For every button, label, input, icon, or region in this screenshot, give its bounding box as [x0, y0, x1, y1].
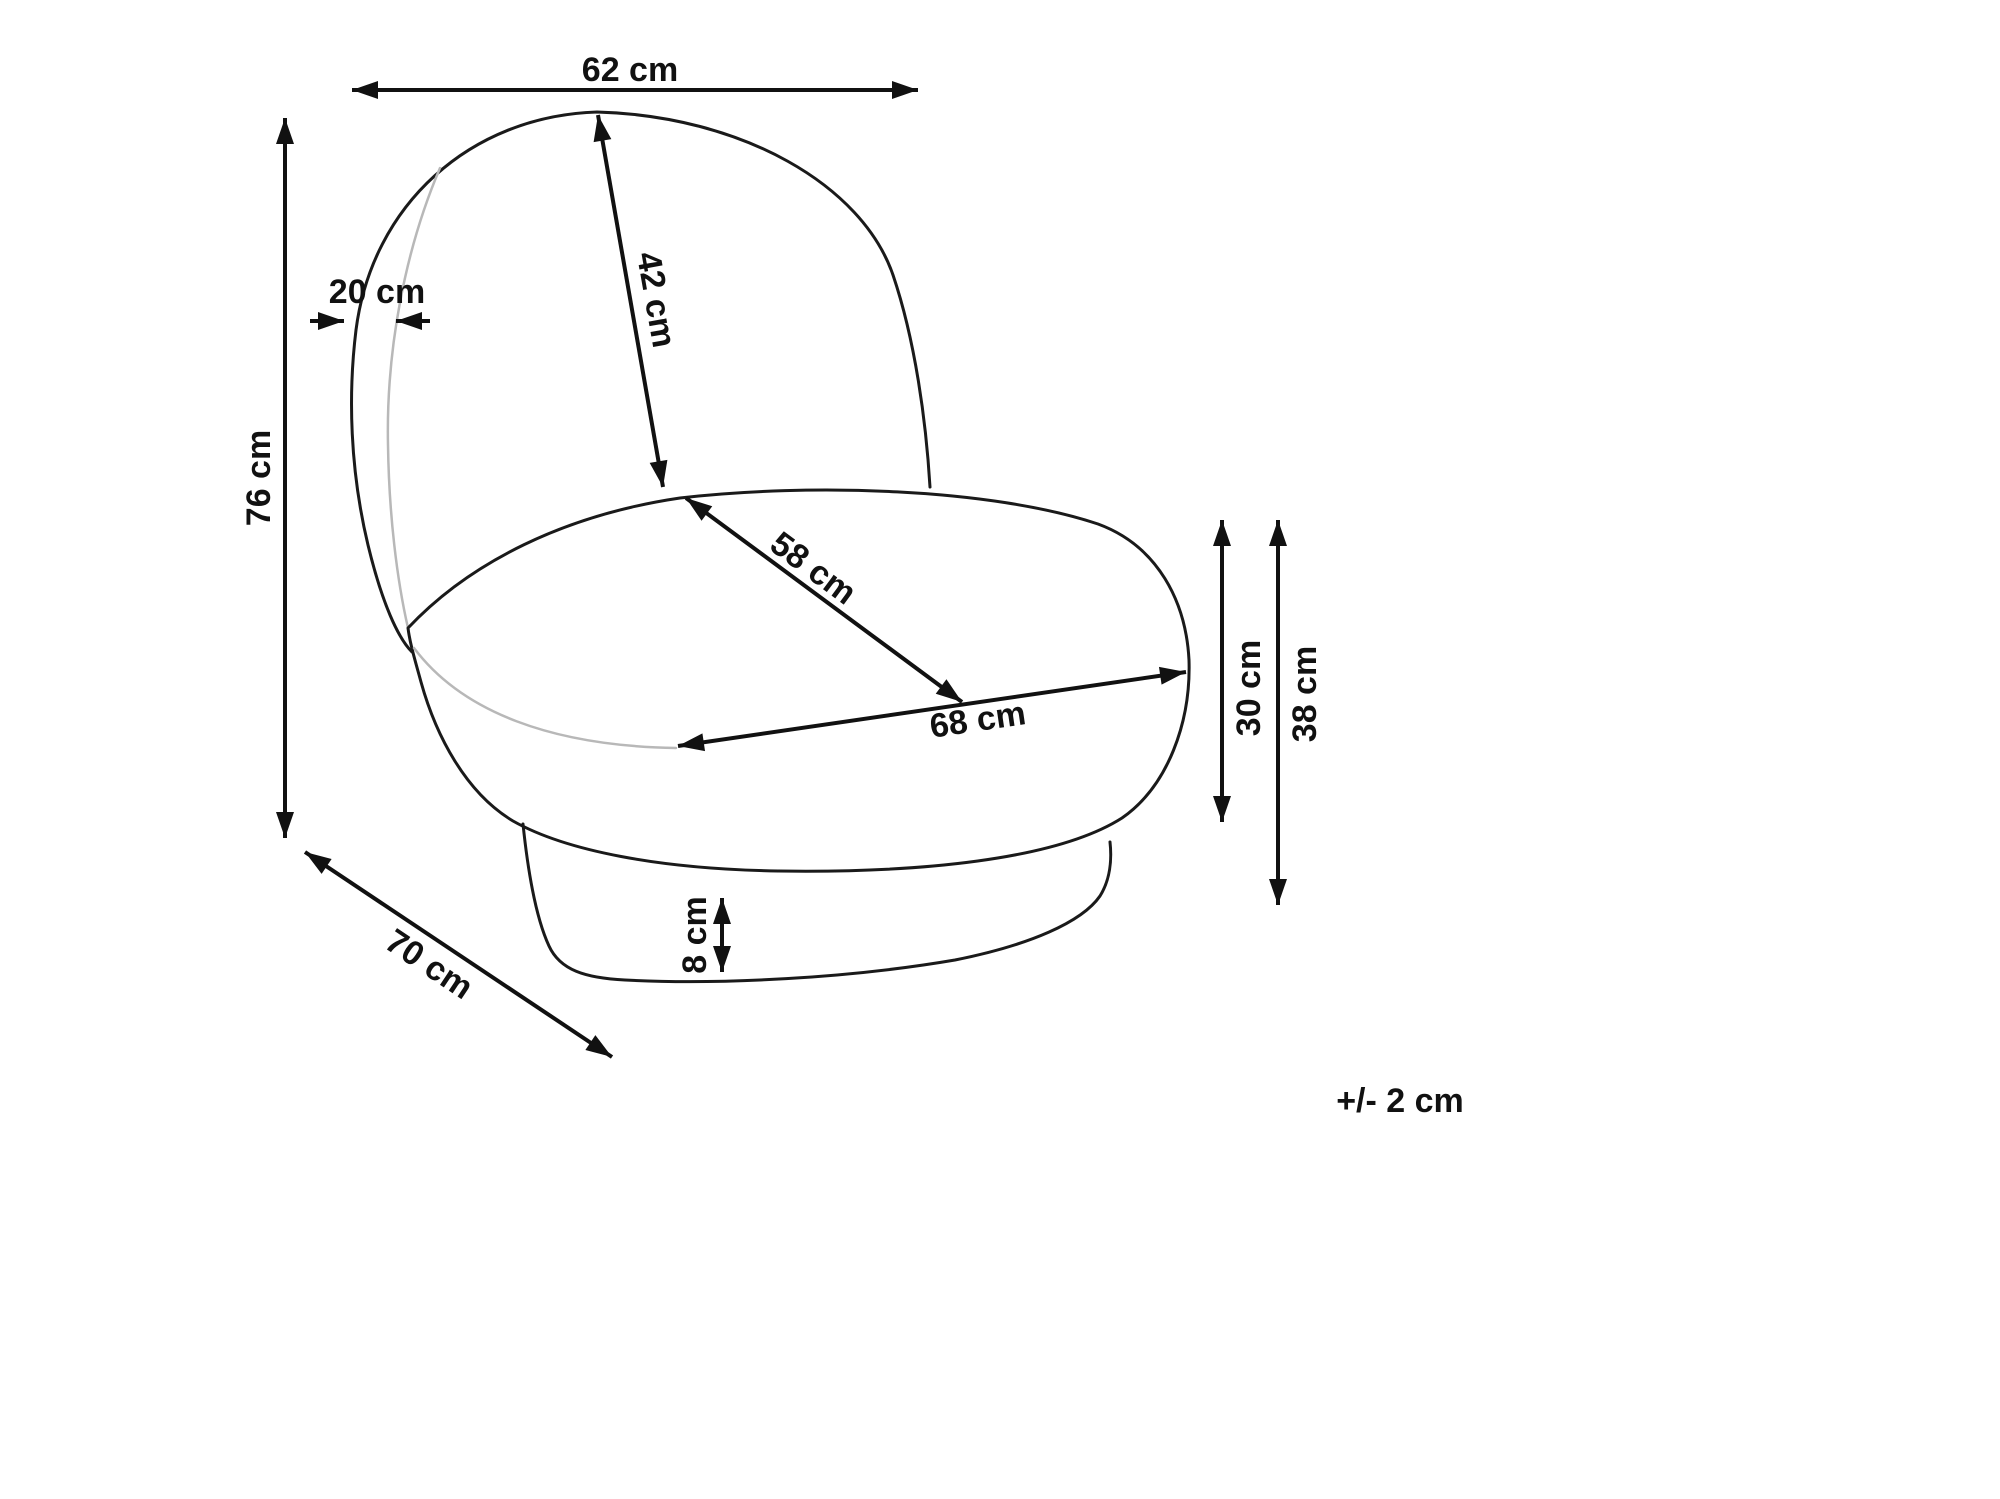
dim-label-total-height: 76 cm	[240, 430, 278, 526]
tolerance-note: +/- 2 cm	[1336, 1082, 1464, 1120]
dim-label-top-width: 62 cm	[582, 51, 678, 89]
dim-label-seat-top-height: 38 cm	[1286, 646, 1324, 742]
chair-seat-seam	[412, 646, 678, 750]
chair-base-outline	[521, 822, 1113, 984]
chair-backrest-outline	[350, 110, 932, 654]
dim-line-depth	[303, 850, 614, 1059]
dim-line-backrest-diagonal	[593, 114, 668, 488]
dim-label-backrest-thickness: 20 cm	[329, 273, 425, 311]
dimension-arrows: 62 cm 76 cm 42 cm 20 cm 58 cm 68 cm 30 c…	[240, 51, 1324, 1059]
dim-label-seat-width: 68 cm	[927, 694, 1028, 746]
chair-seat-outline	[406, 488, 1191, 873]
dim-label-base-height: 8 cm	[676, 896, 714, 974]
dim-label-seat-height: 30 cm	[1230, 640, 1268, 736]
dim-line-seat-width	[677, 666, 1187, 752]
chair-backrest-seam	[386, 166, 442, 630]
